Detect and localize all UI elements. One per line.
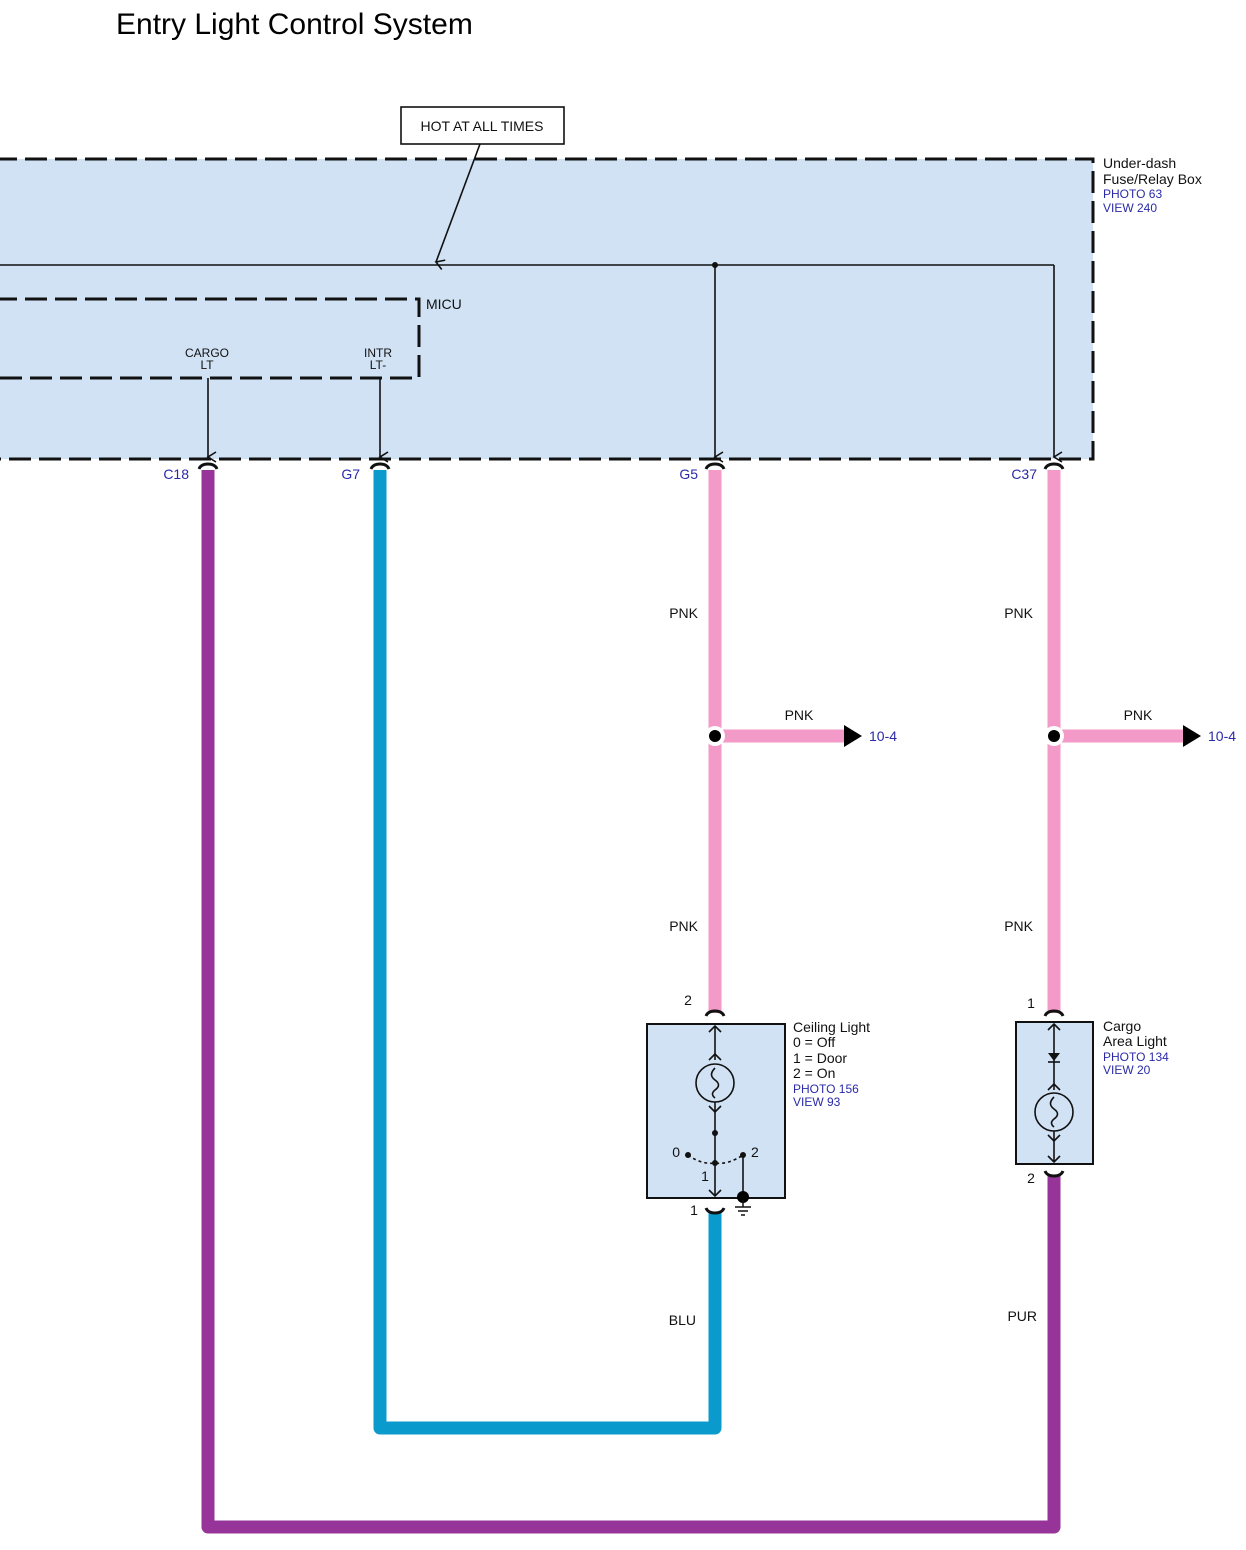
cargo-lt-pin-label-2: LT xyxy=(200,358,214,372)
g5-upper-wire-color: PNK xyxy=(669,605,698,621)
hot-at-all-times-box xyxy=(400,106,565,145)
intr-lt-pin-label-1: INTR xyxy=(364,346,392,360)
ceiling-internal-circuit xyxy=(687,1024,744,1198)
cargo-light-name-line1: Cargo xyxy=(1103,1018,1141,1034)
c37-lower-wire-color: PNK xyxy=(1004,918,1033,934)
ground-icon xyxy=(735,1200,751,1216)
connector-c18-label[interactable]: C18 xyxy=(163,466,189,482)
ground-node xyxy=(737,1191,749,1203)
switch-pos2-node xyxy=(740,1152,746,1158)
g7-cap xyxy=(369,462,391,470)
page-title: Entry Light Control System xyxy=(116,8,473,41)
pur-wire-color: PUR xyxy=(1007,1308,1037,1324)
micu-box xyxy=(0,297,421,380)
hot-at-all-times-label: HOT AT ALL TIMES xyxy=(421,118,544,134)
diode-icon xyxy=(1048,1053,1060,1061)
fuse-box-view-link[interactable]: VIEW 240 xyxy=(1103,201,1157,215)
cargo-pin-top: 1 xyxy=(1027,995,1035,1011)
c37-cap xyxy=(1043,462,1065,470)
cargo-lt-pin-label-1: CARGO xyxy=(185,346,229,360)
g5-cap xyxy=(704,462,726,470)
ceiling-top-cap xyxy=(704,1009,726,1017)
connector-caps xyxy=(197,462,1065,1215)
hot-pointer-arrow xyxy=(434,143,481,270)
g5-branch-wire-color: PNK xyxy=(785,707,814,723)
ceiling-pin-bottom: 1 xyxy=(690,1202,698,1218)
cargo-light-photo-link[interactable]: PHOTO 134 xyxy=(1103,1050,1169,1064)
cargo-light-name-line2: Area Light xyxy=(1103,1033,1167,1049)
connector-c37-label[interactable]: C37 xyxy=(1011,466,1037,482)
fuse-box-name-line1: Under-dash xyxy=(1103,155,1176,171)
g5-splice xyxy=(709,730,721,742)
ceiling-pin-top: 2 xyxy=(684,992,692,1008)
blu-wire[interactable] xyxy=(373,470,722,1435)
ceiling-light[interactable]: 2 1 0 1 2 Ceiling Light 0 = Off xyxy=(646,992,870,1218)
cargo-top-cap xyxy=(1043,1009,1065,1017)
ceiling-light-photo-link[interactable]: PHOTO 156 xyxy=(793,1082,859,1096)
switch-pos1-label: 1 xyxy=(701,1168,709,1184)
connector-g5-label[interactable]: G5 xyxy=(679,466,698,482)
ceiling-light-pos0: 0 = Off xyxy=(793,1034,835,1050)
fuse-box-label: Under-dash Fuse/Relay Box PHOTO 63 VIEW … xyxy=(1103,155,1202,215)
blu-wire-color: BLU xyxy=(669,1312,696,1328)
pur-wire[interactable] xyxy=(201,470,1061,1534)
fuse-box-photo-link[interactable]: PHOTO 63 xyxy=(1103,187,1162,201)
connector-g7-label[interactable]: G7 xyxy=(341,466,360,482)
g5-lower-wire-color: PNK xyxy=(669,918,698,934)
g5-branch-ref-link[interactable]: 10-4 xyxy=(869,728,897,744)
ceiling-light-pos2: 2 = On xyxy=(793,1065,835,1081)
switch-pos0-label: 0 xyxy=(672,1144,680,1160)
ceiling-light-view-link[interactable]: VIEW 93 xyxy=(793,1095,841,1109)
c37-splice xyxy=(1048,730,1060,742)
switch-pos1-node xyxy=(712,1160,718,1166)
ceiling-light-pos1: 1 = Door xyxy=(793,1050,847,1066)
fuse-box-name-line2: Fuse/Relay Box xyxy=(1103,171,1202,187)
c37-branch-wire-color: PNK xyxy=(1124,707,1153,723)
cargo-light-view-link[interactable]: VIEW 20 xyxy=(1103,1063,1151,1077)
ceiling-bottom-cap xyxy=(704,1207,726,1215)
switch-pos0-node xyxy=(685,1152,691,1158)
ceiling-light-name: Ceiling Light xyxy=(793,1019,870,1035)
c18-cap xyxy=(197,462,219,470)
intr-lt-pin-label-2: LT- xyxy=(370,358,386,372)
switch-pos2-label: 2 xyxy=(751,1144,759,1160)
fuse-relay-box xyxy=(0,157,1095,461)
micu-label: MICU xyxy=(426,296,462,312)
cargo-pin-bottom: 2 xyxy=(1027,1170,1035,1186)
cargo-area-light[interactable]: 1 2 Cargo Area Light PHOTO 134 VIEW 20 xyxy=(1015,995,1169,1186)
cargo-bottom-cap xyxy=(1043,1170,1065,1178)
g5-branch-arrow-icon xyxy=(844,725,862,747)
c37-upper-wire-color: PNK xyxy=(1004,605,1033,621)
c37-branch-ref-link[interactable]: 10-4 xyxy=(1208,728,1236,744)
c37-branch-arrow-icon xyxy=(1183,725,1201,747)
ceiling-node xyxy=(712,1130,718,1136)
